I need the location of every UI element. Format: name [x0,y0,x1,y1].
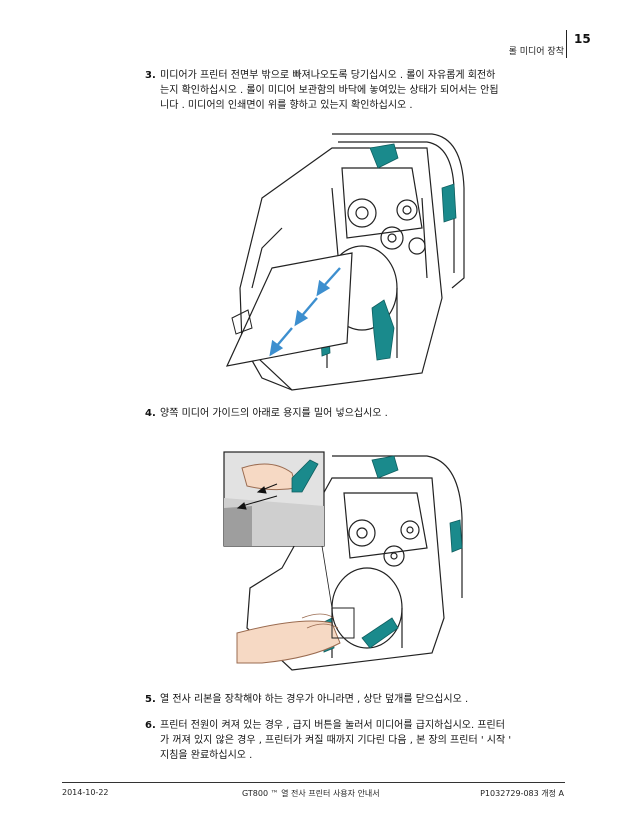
header-rule [566,30,567,58]
step-text-line: 미디어가 프린터 전면부 밖으로 빠져나오도록 당기십시오 . 롤이 자유롭게 … [160,70,496,81]
section-title: 롤 미디어 장착 [508,47,564,57]
media-guide-illustration [223,451,463,671]
step-text-line: 가 꺼져 있지 않은 경우 , 프린터가 켜질 때까지 기다린 다음 , 본 장… [160,735,512,746]
step-number: 6. [145,720,156,731]
step-text-line: 양쪽 미디어 가이드의 아래로 용지를 밀어 넣으십시오 . [160,408,388,419]
step-text-line: 지침을 완료하십시오 . [160,750,253,761]
step-number: 3. [145,70,156,81]
step-text-line: 는지 확인하십시오 . 롤이 미디어 보관함의 바닥에 놓여있는 상태가 되어서… [160,85,499,96]
step-number: 5. [145,694,156,705]
footer-date: 2014-10-22 [62,788,109,797]
step-number: 4. [145,408,156,419]
footer-manual-title: GT800 ™ 열 전사 프린터 사용자 안내서 [242,789,380,798]
step-text-line: 니다 . 미디어의 인쇄면이 위를 향하고 있는지 확인하십시오 . [160,100,413,111]
printer-media-pull-illustration [225,133,465,391]
step-6: 6. 프린터 전원이 켜져 있는 경우 , 급지 버튼을 눌러서 미디어를 급지… [145,718,570,763]
step-4: 4. 양쪽 미디어 가이드의 아래로 용지를 밀어 넣으십시오 . [145,406,570,421]
step-3: 3. 미디어가 프린터 전면부 밖으로 빠져나오도록 당기십시오 . 롤이 자유… [145,68,570,113]
footer-part-number: P1032729-083 개정 A [480,789,564,798]
step-5: 5. 열 전사 리본을 장착해야 하는 경우가 아니라면 , 상단 덮개를 닫으… [145,692,570,707]
step-text-line: 프린터 전원이 켜져 있는 경우 , 급지 버튼을 눌러서 미디어를 급지하십시… [160,720,505,731]
footer-rule [62,782,565,783]
page-number: 15 [574,32,591,46]
step-text-line: 열 전사 리본을 장착해야 하는 경우가 아니라면 , 상단 덮개를 닫으십시오… [160,694,469,705]
